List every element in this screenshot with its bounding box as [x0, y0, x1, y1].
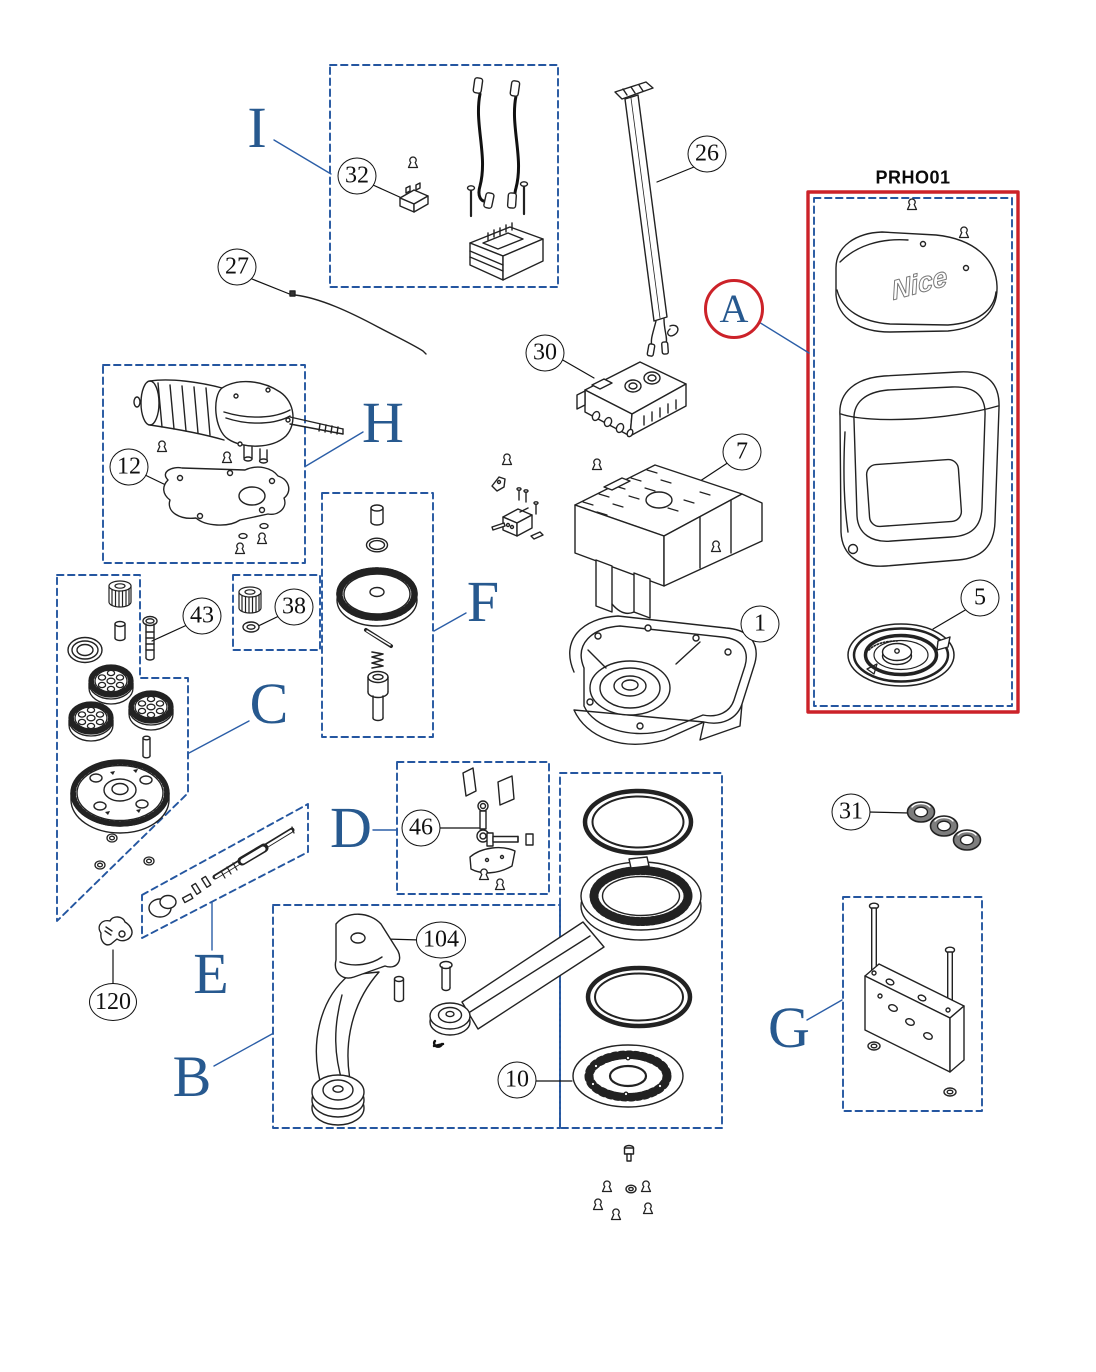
group-label-a[interactable]: A: [704, 279, 764, 339]
callout-31[interactable]: 31: [831, 793, 871, 831]
callout-46[interactable]: 46: [401, 809, 441, 847]
group-box-H: [102, 364, 306, 564]
wires-art: [472, 77, 521, 209]
group-label-e[interactable]: E: [193, 941, 229, 1006]
ribbon-cable-art: [614, 81, 679, 357]
callout-27[interactable]: 27: [217, 248, 257, 286]
shell-art: [839, 371, 1000, 567]
callout-104[interactable]: 104: [416, 921, 466, 959]
product-highlight-box[interactable]: [806, 190, 1020, 714]
geared-arm-art: [429, 856, 702, 1036]
group-box-F: [321, 492, 434, 738]
motor-plate-art: [156, 440, 290, 555]
terminal-block-art: [399, 182, 429, 213]
transformer-art: [469, 222, 544, 281]
release-dial-art: [847, 623, 955, 687]
limit-stop-kit-art: [462, 767, 534, 891]
release-shaft-art: [148, 826, 295, 918]
product-code-label: PRHO01: [875, 167, 951, 188]
o-rings-art: [582, 788, 694, 1029]
group-label-g[interactable]: G: [768, 995, 810, 1060]
group-label-h[interactable]: H: [362, 390, 404, 455]
group-label-i[interactable]: I: [247, 95, 267, 160]
callout-7[interactable]: 7: [722, 433, 762, 471]
group-box-I: [329, 64, 559, 288]
callout-10[interactable]: 10: [497, 1061, 537, 1099]
callout-43[interactable]: 43: [182, 597, 222, 635]
group-box-C: [56, 574, 189, 922]
wall-bracket-art: [864, 902, 965, 1097]
cam-lever-art: [98, 916, 133, 946]
screws-art: [466, 181, 529, 218]
group-box-B: [272, 904, 561, 1129]
grommets-art: [906, 801, 982, 851]
callout-30[interactable]: 30: [525, 334, 565, 372]
group-label-b[interactable]: B: [172, 1044, 212, 1109]
group-leader-lines: [188, 139, 843, 1067]
bolt-art: [142, 615, 158, 661]
chassis-art: [491, 453, 763, 619]
group-label-d[interactable]: D: [330, 795, 372, 860]
control-unit-art: [576, 361, 687, 438]
group-box-ring: [559, 772, 723, 1129]
callout-12[interactable]: 12: [109, 448, 149, 486]
antenna-wire-art: [289, 290, 427, 355]
transformer-kit-art: [399, 77, 544, 281]
encoder-disc-art: [572, 1044, 684, 1108]
gear-shaft-set-art: [336, 504, 418, 722]
curved-arm-art: [311, 913, 453, 1126]
callout-32[interactable]: 32: [337, 157, 377, 195]
callout-38[interactable]: 38: [274, 588, 314, 626]
group-label-c[interactable]: C: [249, 671, 289, 736]
group-box-38: [232, 574, 321, 651]
motor-art: [133, 379, 344, 464]
group-letter-a: A: [719, 286, 749, 331]
group-box-G: [842, 896, 983, 1112]
callout-5[interactable]: 5: [960, 579, 1000, 617]
callout-1[interactable]: 1: [740, 605, 780, 643]
group-box-D: [396, 761, 550, 895]
group-box-E: [141, 803, 309, 939]
base-housing-art: [569, 615, 757, 745]
callout-26[interactable]: 26: [687, 135, 727, 173]
group-boxes: [56, 64, 983, 1129]
bottom-fasteners-art: [592, 1144, 654, 1221]
gear-train-art: [68, 580, 173, 870]
pinion-washer-art: [238, 586, 262, 633]
callout-120[interactable]: 120: [89, 983, 137, 1021]
group-label-f[interactable]: F: [466, 569, 500, 634]
cover-art: Nice: [835, 198, 998, 333]
